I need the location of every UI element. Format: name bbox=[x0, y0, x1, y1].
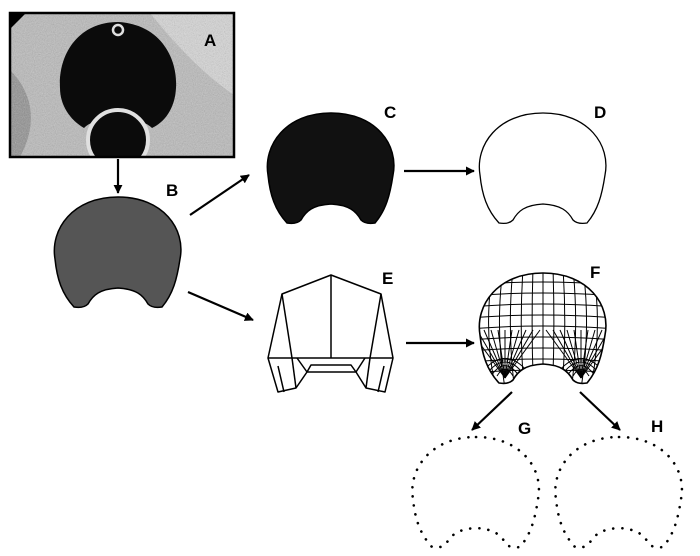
dotted-outline bbox=[411, 435, 541, 549]
panel-label-e: E bbox=[382, 269, 393, 288]
arrow-icon bbox=[579, 391, 621, 431]
panel-g bbox=[411, 435, 541, 549]
shape-outline-line bbox=[478, 112, 607, 225]
panel-b bbox=[53, 196, 182, 309]
arrow-icon bbox=[187, 290, 254, 322]
panel-e bbox=[267, 274, 394, 393]
panel-label-b: B bbox=[166, 181, 178, 200]
shape-outline-gray bbox=[53, 196, 182, 309]
mesh-outline bbox=[478, 272, 607, 385]
vertebral-canal bbox=[59, 22, 177, 128]
panel-label-g: G bbox=[518, 419, 531, 438]
dotted-outline bbox=[554, 435, 684, 549]
panel-label-d: D bbox=[594, 103, 606, 122]
arrow-icon bbox=[189, 174, 250, 216]
panel-label-f: F bbox=[590, 263, 600, 282]
arrow-icon bbox=[471, 391, 513, 431]
panel-h bbox=[554, 435, 684, 549]
panel-label-h: H bbox=[651, 417, 663, 436]
shape-outline-black bbox=[266, 112, 395, 225]
vertebral-body bbox=[86, 108, 150, 157]
panel-label-c: C bbox=[384, 103, 396, 122]
panel-d bbox=[478, 112, 607, 225]
panel-f bbox=[478, 272, 607, 385]
panel-a: A bbox=[8, 11, 236, 159]
ct-scan-image bbox=[10, 13, 234, 157]
panel-c bbox=[266, 112, 395, 225]
panel-label-a: A bbox=[204, 31, 216, 50]
mesh-grid bbox=[479, 273, 606, 384]
